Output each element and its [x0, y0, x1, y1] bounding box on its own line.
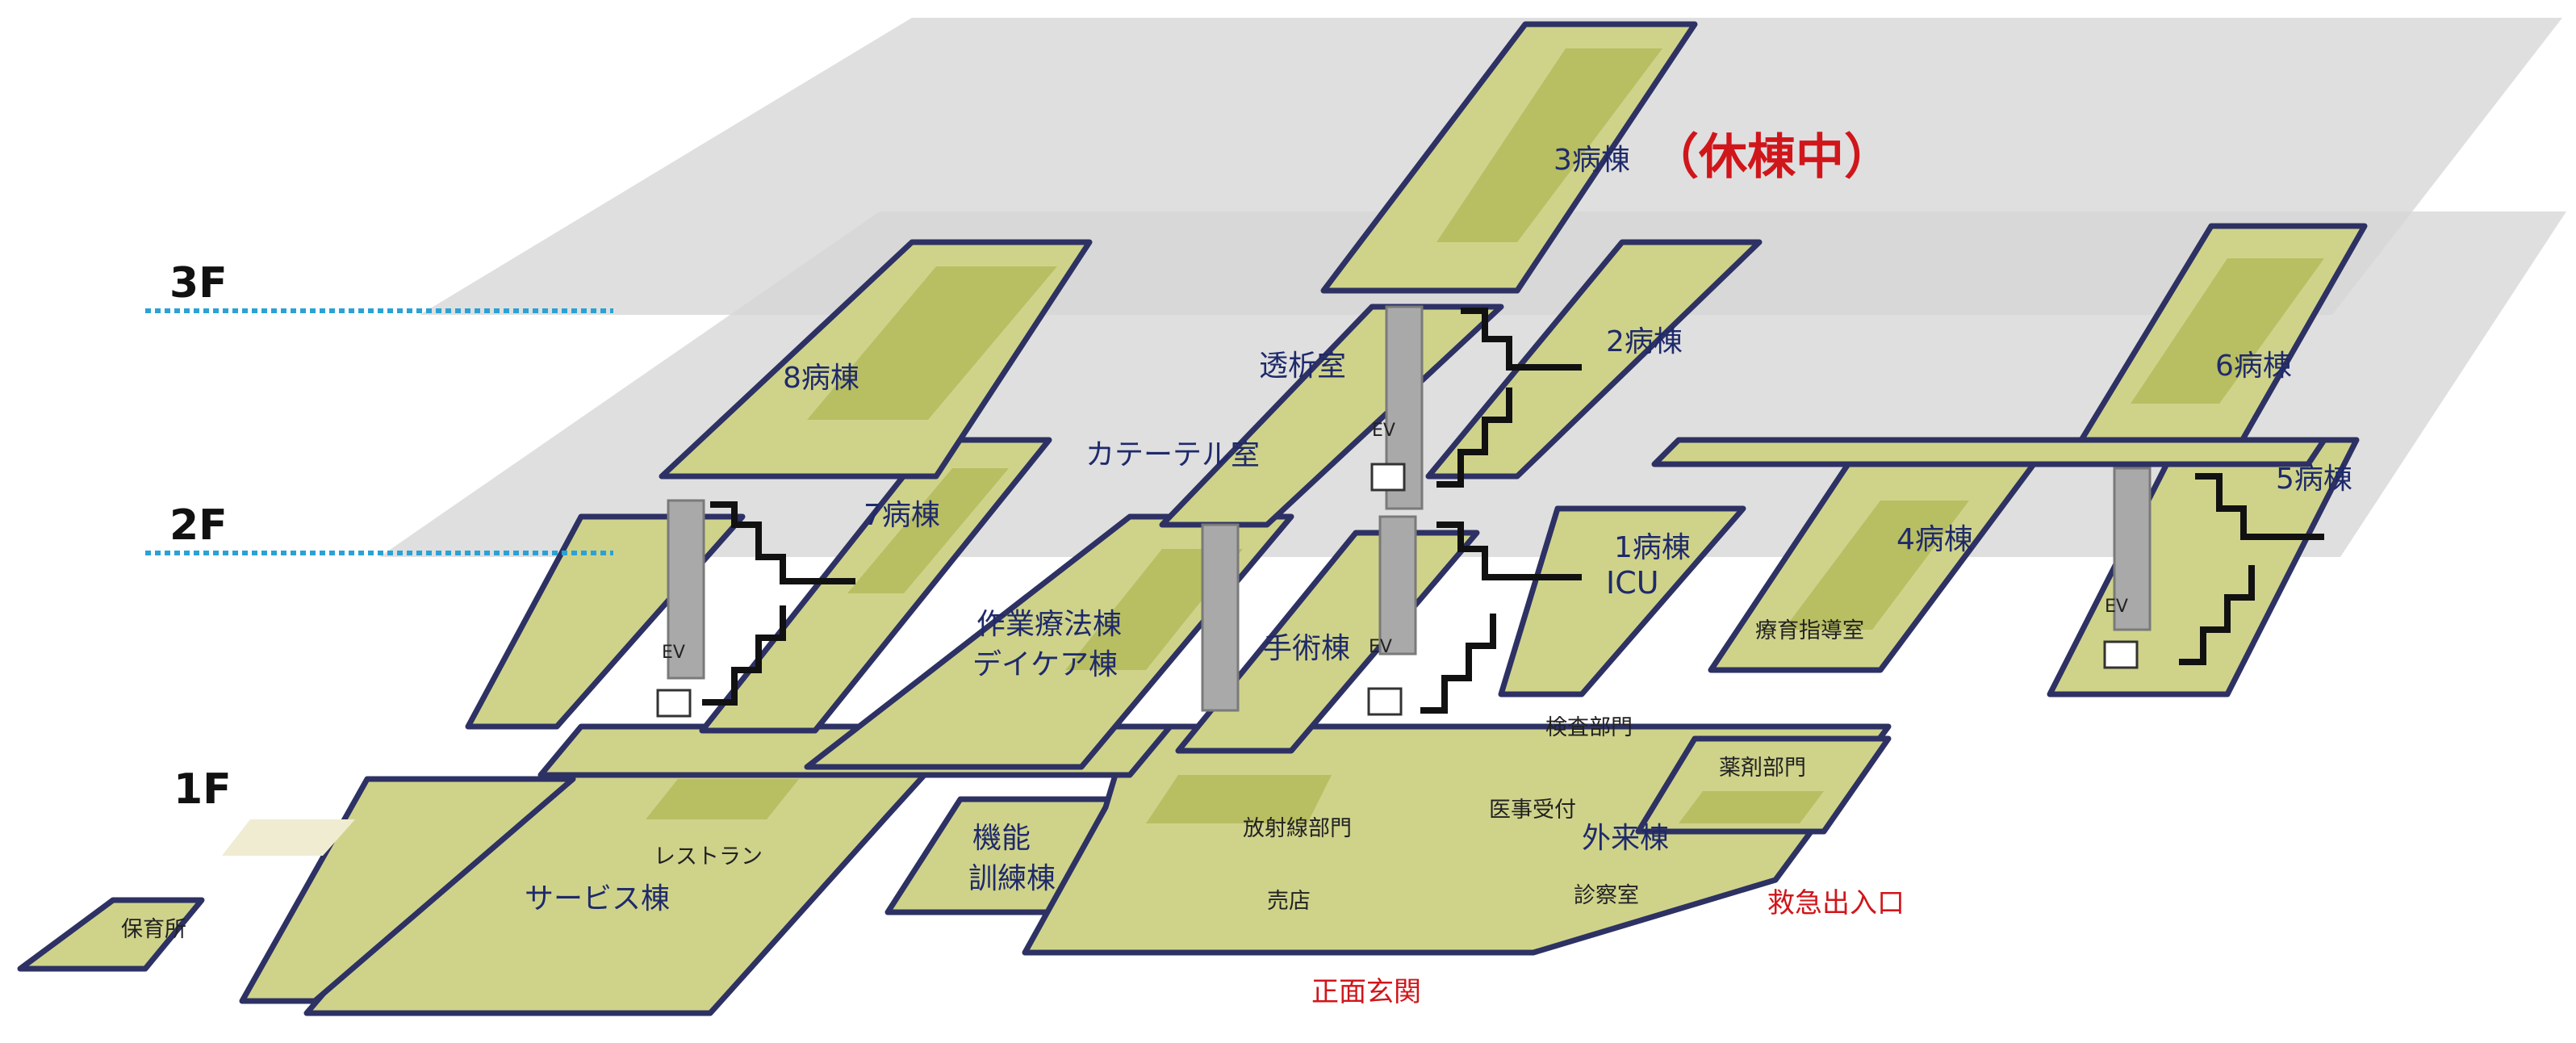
label-ward-5: 5病棟	[2276, 463, 2352, 496]
label-nurture-room: 療育指導室	[1755, 618, 1864, 643]
label-ward-1: 1病棟	[1614, 531, 1691, 564]
room-block	[807, 266, 1057, 420]
room-block	[847, 468, 1009, 593]
room-block	[2131, 258, 2324, 404]
room-block	[1679, 791, 1824, 823]
staircase-icon	[702, 308, 2324, 714]
label-pharmacy-dept: 薬剤部門	[1719, 756, 1806, 781]
room-block	[1065, 549, 1243, 670]
label-functional-2: 訓練棟	[968, 862, 1056, 895]
corridor-3f	[1651, 437, 2327, 467]
label-ward-2: 2病棟	[1606, 325, 1683, 358]
floor-label-3f: 3F	[169, 259, 228, 308]
elevator-shafts	[667, 305, 2152, 712]
label-restaurant: レストラン	[654, 844, 763, 869]
room-block	[1146, 775, 1332, 823]
label-ward-4: 4病棟	[1896, 523, 1973, 556]
label-dialysis: 透析室	[1259, 350, 1346, 383]
ev-label: EV	[1372, 421, 1395, 441]
room-block	[646, 779, 799, 819]
floor-indicators: 3F 2F 1F	[145, 259, 613, 814]
label-shop: 売店	[1267, 889, 1311, 914]
ev-label: EV	[1369, 637, 1392, 657]
floor-label-1f: 1F	[174, 765, 232, 814]
floor-2f-buildings	[465, 437, 2360, 770]
label-radiology-dept: 放射線部門	[1243, 816, 1352, 841]
label-surgery-building: 手術棟	[1263, 632, 1350, 665]
label-emergency-entrance: 救急出入口	[1767, 887, 1905, 919]
label-ward-7: 7病棟	[864, 499, 940, 532]
label-ward-8: 8病棟	[783, 362, 859, 395]
annex-1f	[222, 819, 355, 856]
elevator-panel	[656, 689, 692, 718]
label-closed-note: （休棟中）	[1650, 129, 1892, 186]
corridor-1f	[239, 776, 576, 1004]
room-block	[1784, 501, 1969, 630]
ev-label: EV	[2105, 597, 2128, 617]
ev-label: EV	[662, 643, 685, 663]
elevator-icon: EV EV EV EV	[656, 421, 2139, 718]
label-service-building: サービス棟	[525, 882, 670, 915]
elevator-panel	[1367, 687, 1403, 716]
label-main-entrance: 正面玄関	[1311, 976, 1421, 1008]
label-daycare-building: デイケア棟	[972, 648, 1118, 681]
label-icu: ICU	[1606, 565, 1659, 601]
label-reception: 医事受付	[1489, 798, 1576, 823]
floor-label-2f: 2F	[169, 501, 228, 550]
label-nursery: 保育所	[121, 917, 186, 942]
ward-1-icu-building	[1498, 505, 1746, 697]
label-ot-building: 作業療法棟	[976, 608, 1122, 641]
label-functional-1: 機能	[972, 822, 1031, 855]
label-catheter: カテーテル室	[1085, 438, 1260, 471]
label-exam-dept: 検査部門	[1545, 715, 1633, 740]
nursery-building	[17, 897, 205, 972]
elevator-shaft	[667, 499, 705, 680]
floor-1f-buildings	[17, 723, 1892, 1016]
elevator-panel	[1370, 463, 1406, 492]
label-outpatient-building: 外来棟	[1582, 822, 1669, 855]
label-ward-6: 6病棟	[2215, 350, 2292, 383]
label-consult-room: 診察室	[1574, 883, 1639, 908]
elevator-shaft	[1201, 523, 1240, 712]
elevator-shaft	[1378, 515, 1417, 656]
elevator-shaft	[2113, 467, 2152, 631]
label-ward-3: 3病棟	[1554, 144, 1630, 177]
room-block	[1436, 48, 1662, 242]
elevator-panel	[2103, 640, 2139, 669]
